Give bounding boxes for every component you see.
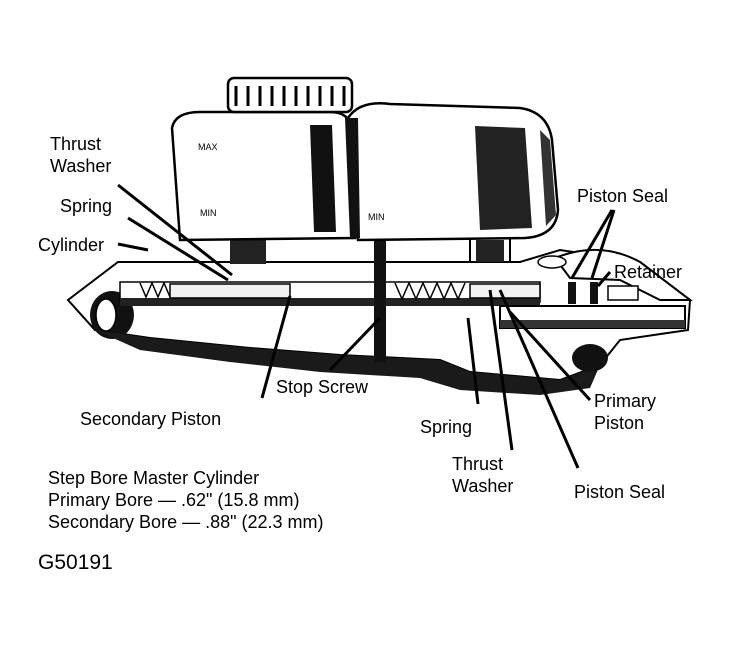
leader-cylinder (117, 242, 149, 252)
label-thrust-washer-bottom: Thrust Washer (452, 453, 513, 497)
label-spring-bottom: Spring (420, 417, 473, 437)
reservoir-mark-min-right: MIN (368, 212, 385, 222)
leader-piston-seal-top-b (590, 209, 616, 279)
leader-secondary-piston (260, 295, 292, 399)
leader-retainer (596, 271, 612, 287)
label-thrust-washer-left-line1: Thrust (50, 134, 102, 154)
fluid-reservoir (170, 76, 560, 242)
label-thrust-washer-left: Thrust Washer (50, 133, 111, 177)
reservoir-mark-min-left: MIN (200, 208, 217, 218)
label-primary-piston-line2: Piston (594, 413, 645, 433)
label-cylinder: Cylinder (38, 235, 105, 255)
label-primary-piston: Primary Piston (594, 390, 656, 434)
label-piston-seal-bottom: Piston Seal (574, 482, 666, 502)
caption-line1: Step Bore Master Cylinder (48, 468, 260, 488)
label-spring-left: Spring (60, 196, 113, 216)
reservoir-mark-max: MAX (198, 142, 218, 152)
label-secondary-piston: Secondary Piston (80, 409, 222, 429)
leader-spring-bottom (466, 317, 480, 405)
leader-thrust-washer-bottom (488, 289, 514, 451)
leader-thrust-washer-left (117, 183, 233, 277)
label-retainer: Retainer (614, 262, 683, 282)
leader-stop-screw (328, 316, 382, 372)
leader-piston-seal-bottom (498, 289, 580, 469)
leader-piston-seal-top-a (570, 209, 614, 279)
label-stop-screw: Stop Screw (276, 377, 369, 397)
cylinder-body (66, 225, 693, 395)
label-piston-seal-top: Piston Seal (577, 186, 669, 206)
caption-line3: Secondary Bore — .88" (22.3 mm) (48, 512, 324, 532)
caption-line2: Primary Bore — .62" (15.8 mm) (48, 490, 300, 510)
leader-lines (117, 183, 616, 469)
label-thrust-washer-bottom-line2: Washer (452, 476, 514, 496)
label-thrust-washer-left-line2: Washer (50, 156, 112, 176)
figure-id: G50191 (38, 551, 113, 574)
label-thrust-washer-bottom-line1: Thrust (452, 454, 504, 474)
caption: Step Bore Master Cylinder Primary Bore —… (48, 467, 324, 533)
leader-spring-left (127, 216, 229, 282)
label-primary-piston-line1: Primary (594, 391, 656, 411)
leader-primary-piston (508, 310, 592, 402)
